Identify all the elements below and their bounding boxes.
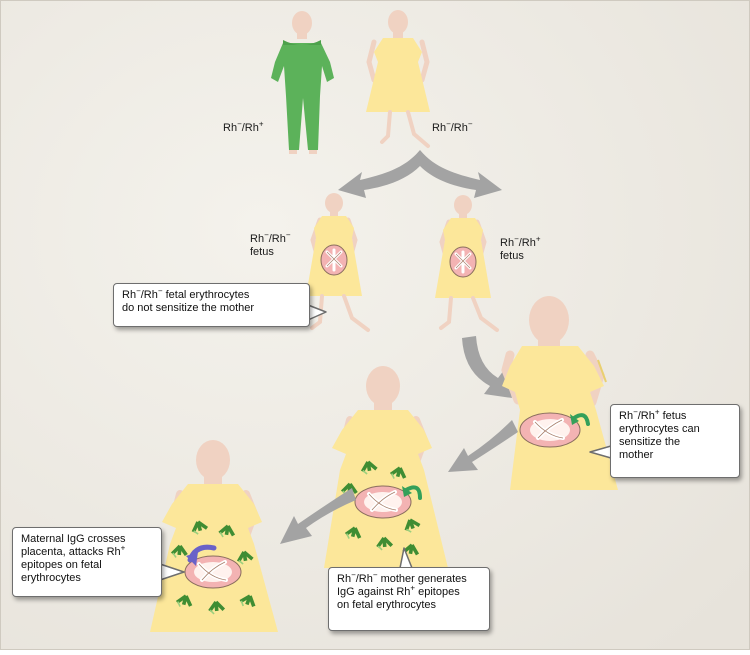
split-arrow [338,150,502,198]
arrow-to-attack [280,488,356,544]
pointer-crosses [159,563,185,581]
callout-can-sensitize: Rh−/Rh+ fetus erythrocytes can sensitize… [610,404,740,478]
callout-generates: Rh−/Rh− mother generates IgG against Rh+… [328,567,490,631]
mother-figure-fetus-left [306,193,370,332]
mother-figure-top [366,10,430,148]
label-father-genotype: Rh−/Rh+ [223,119,264,134]
label-fetus-left-genotype: Rh−/Rh−fetus [250,230,291,258]
mother-figure-middle [324,366,448,568]
callout-no-sensitize: Rh−/Rh− fetal erythrocytes do not sensit… [113,283,310,327]
mother-figure-large-right [501,296,618,490]
label-fetus-right-genotype: Rh−/Rh+fetus [500,234,541,262]
mother-figure-fetus-right [435,195,499,332]
pointer-can-sensitize [589,445,612,459]
father-figure [271,11,334,154]
callout-crosses: Maternal IgG crosses placenta, attacks R… [12,527,162,597]
pointer-generates [399,547,413,569]
arrow-to-sensitize [462,336,512,398]
arrow-to-generate [448,420,518,472]
pointer-no-sensitize [307,304,327,321]
label-mother-genotype: Rh−/Rh− [432,119,473,134]
mother-figure-left [150,440,278,632]
